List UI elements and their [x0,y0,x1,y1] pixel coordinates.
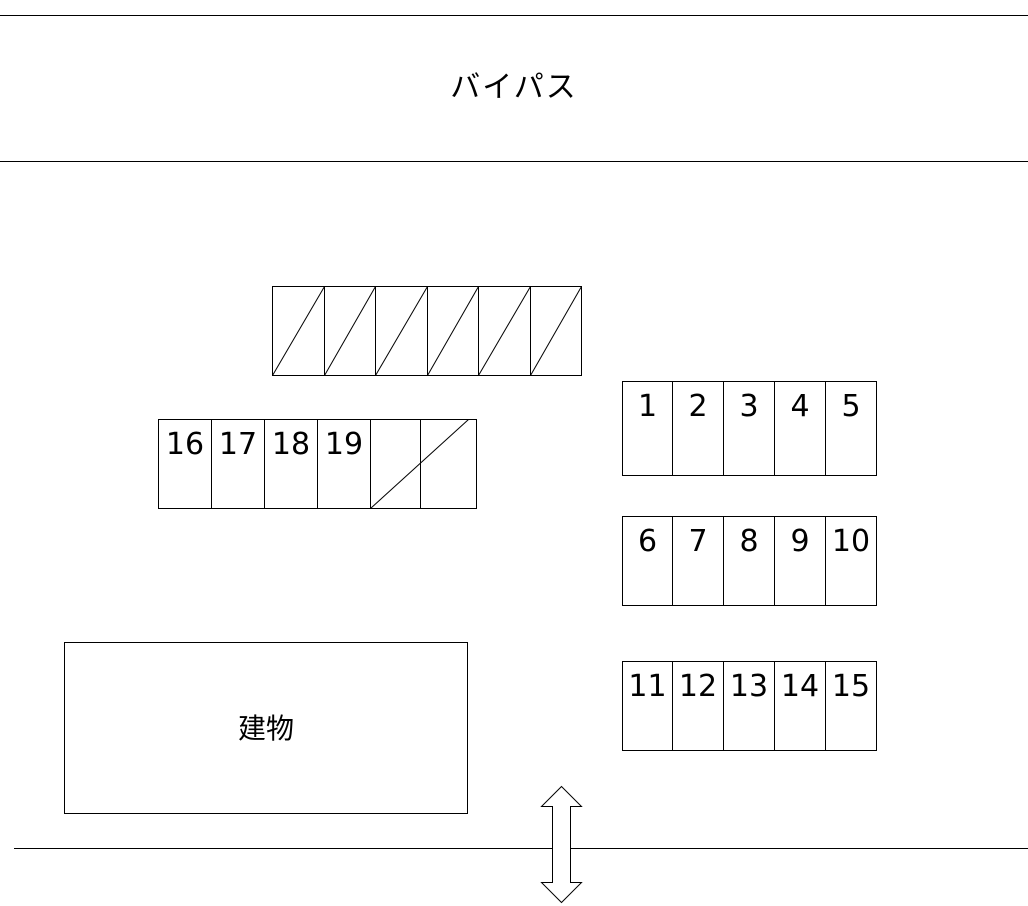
stall-number: 8 [739,524,759,559]
stall-number: 4 [790,389,810,424]
stall-10[interactable]: 10 [825,516,877,606]
stall-number: 10 [831,524,871,559]
stall-number: 1 [637,389,658,424]
stall-unavailable [420,419,477,509]
stall-number: 2 [688,389,708,424]
stall-5[interactable]: 5 [825,381,877,476]
stall-14[interactable]: 14 [774,661,826,751]
stall-15[interactable]: 15 [825,661,877,751]
stall-number: 16 [165,427,205,462]
stall-13[interactable]: 13 [723,661,775,751]
stall-number: 6 [637,524,658,559]
stall-number: 3 [739,389,759,424]
bypass-label: バイパス [450,70,578,105]
stall-number: 12 [678,669,718,704]
stall-number: 19 [324,427,364,462]
bypass-bottom-edge [0,161,1028,162]
stall-8[interactable]: 8 [723,516,775,606]
stall-number: 9 [790,524,810,559]
stall-17[interactable]: 17 [211,419,265,509]
building-label: 建物 [237,712,294,745]
stall-number: 13 [729,669,769,704]
stall-number: 14 [780,669,820,704]
bottom-road-line [14,848,1028,849]
building: 建物 [64,642,468,814]
stall-3[interactable]: 3 [723,381,775,476]
stall-11[interactable]: 11 [622,661,673,751]
stall-19[interactable]: 19 [317,419,371,509]
stall-9[interactable]: 9 [774,516,826,606]
stall-number: 18 [271,427,311,462]
stall-4[interactable]: 4 [774,381,826,476]
stall-number: 17 [218,427,258,462]
stall-unavailable [370,419,421,509]
stall-7[interactable]: 7 [672,516,724,606]
stall-number: 11 [628,669,667,704]
stall-6[interactable]: 6 [622,516,673,606]
stall-18[interactable]: 18 [264,419,318,509]
bypass-top-edge [0,15,1028,16]
stall-12[interactable]: 12 [672,661,724,751]
stall-2[interactable]: 2 [672,381,724,476]
stall-number: 5 [841,389,861,424]
stall-1[interactable]: 1 [622,381,673,476]
stall-16[interactable]: 16 [158,419,212,509]
stall-number: 7 [688,524,708,559]
stall-number: 15 [831,669,871,704]
